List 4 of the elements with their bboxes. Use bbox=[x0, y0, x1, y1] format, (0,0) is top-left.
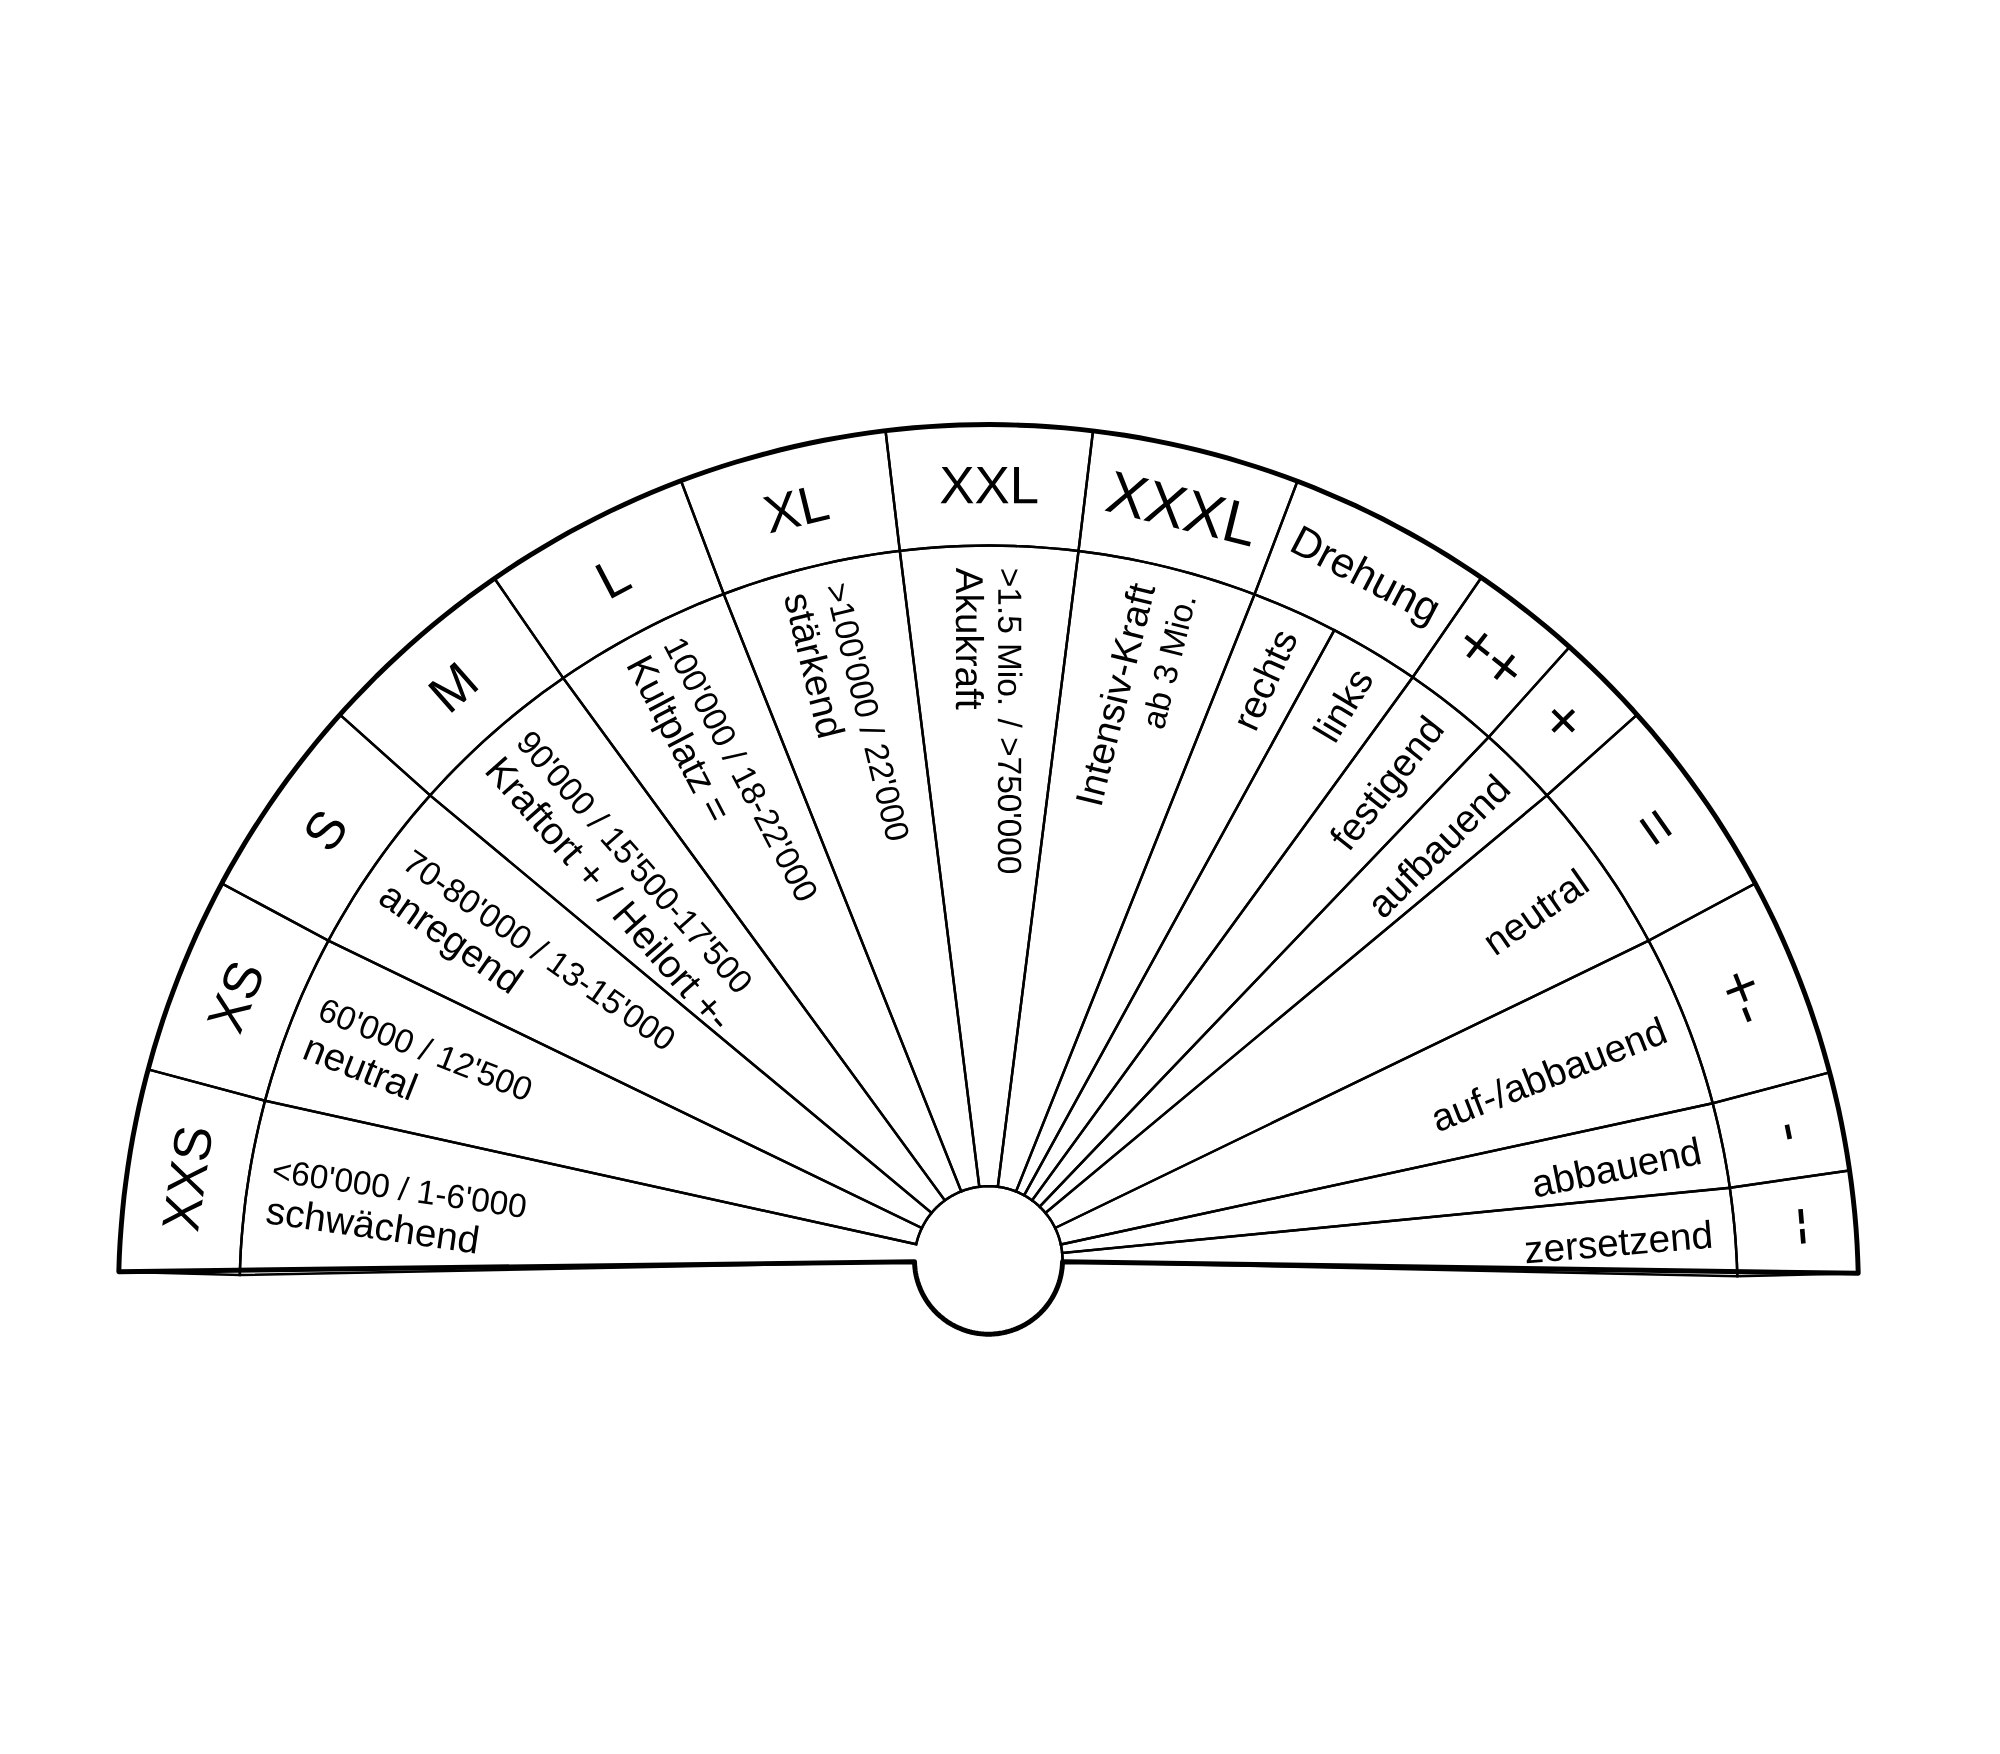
sector-label: -- bbox=[1728, 1169, 1860, 1278]
sector-label: XXL bbox=[884, 423, 1095, 553]
sector: <60'000 / 1-6'000 schwächend bbox=[238, 1099, 1064, 1336]
sector-label: XXS bbox=[117, 1067, 267, 1277]
